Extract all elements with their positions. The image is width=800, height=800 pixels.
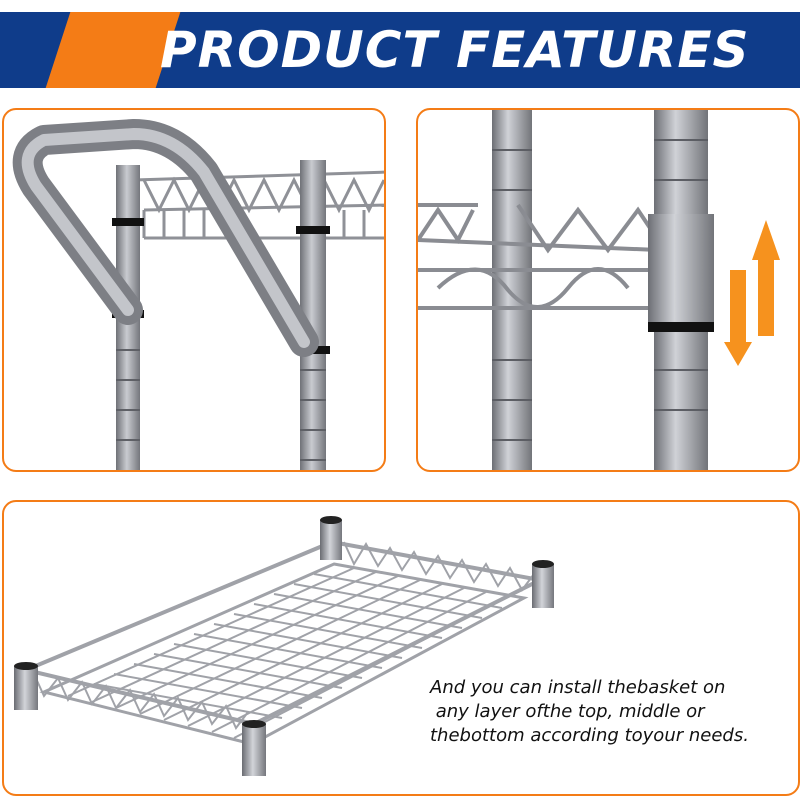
caption-line: thebottom according toyour needs. bbox=[430, 725, 749, 746]
header-banner: PRODUCT FEATURES bbox=[0, 12, 800, 88]
up-down-arrows-icon bbox=[724, 220, 780, 366]
shelf-basket-edge bbox=[133, 170, 384, 240]
handle-shelf-illustration bbox=[12, 119, 384, 470]
wire-basket-illustration bbox=[14, 516, 554, 776]
adjustable-shelf-panel bbox=[416, 108, 800, 472]
back-pole bbox=[492, 110, 532, 470]
basket-corner-post bbox=[242, 720, 266, 776]
shelf-wire-frame bbox=[418, 203, 660, 310]
shelf-sleeve bbox=[648, 214, 714, 324]
basket-corner-post bbox=[14, 662, 38, 710]
adjustable-shelf-illustration bbox=[418, 110, 780, 470]
caption-line: And you can install thebasket on bbox=[430, 677, 726, 698]
wire-basket-panel bbox=[2, 500, 800, 796]
banner-title: PRODUCT FEATURES bbox=[160, 21, 750, 79]
caption-line: any layer ofthe top, middle or bbox=[430, 701, 705, 722]
basket-corner-post bbox=[532, 560, 554, 608]
basket-corner-post bbox=[320, 516, 342, 560]
basket-caption: And you can install thebasket on any lay… bbox=[430, 676, 790, 748]
handle-shelf-panel bbox=[2, 108, 386, 472]
